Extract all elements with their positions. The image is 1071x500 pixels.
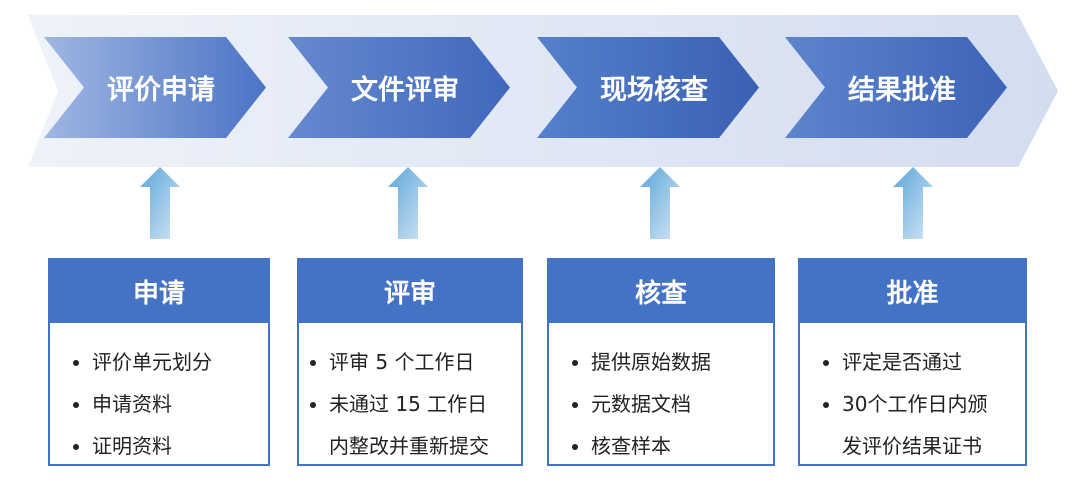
list-item: 申请资料 [92, 383, 268, 425]
step-label: 评价申请 [107, 75, 215, 106]
box-title: 评审 [299, 260, 521, 323]
step-chevron-2: 文件评审 [288, 37, 510, 138]
box-title: 核查 [549, 260, 773, 323]
up-arrow-icon [388, 167, 428, 239]
step-label: 现场核查 [600, 75, 708, 106]
list-item: 30个工作日内颁 [842, 383, 1025, 425]
detail-box-inspect: 核查 提供原始数据元数据文档核查样本 [547, 258, 775, 466]
up-arrow-icon [893, 167, 933, 239]
list-item: 评价单元划分 [92, 341, 268, 383]
list-item: 评定是否通过 [842, 341, 1025, 383]
box-title: 批准 [800, 260, 1025, 323]
list-item: 提供原始数据 [591, 341, 773, 383]
list-item: 评审 5 个工作日 [329, 341, 521, 383]
up-arrow-icon [140, 167, 180, 239]
step-label: 文件评审 [351, 75, 459, 106]
list-item-continued: 发评价结果证书 [842, 434, 982, 458]
detail-box-apply: 申请 评价单元划分申请资料证明资料 [48, 258, 270, 466]
list-item: 未通过 15 工作日 [329, 383, 521, 425]
list-item: 证明资料 [92, 425, 268, 467]
list-item-continued: 内整改并重新提交 [329, 434, 489, 458]
box-title: 申请 [50, 260, 268, 323]
step-chevron-3: 现场核查 [537, 37, 759, 138]
step-label: 结果批准 [848, 75, 956, 106]
detail-box-approve: 批准 评定是否通过30个工作日内颁发评价结果证书 [798, 258, 1027, 466]
list-item: 核查样本 [591, 425, 773, 467]
up-arrow-icon [640, 167, 680, 239]
list-item: 元数据文档 [591, 383, 773, 425]
